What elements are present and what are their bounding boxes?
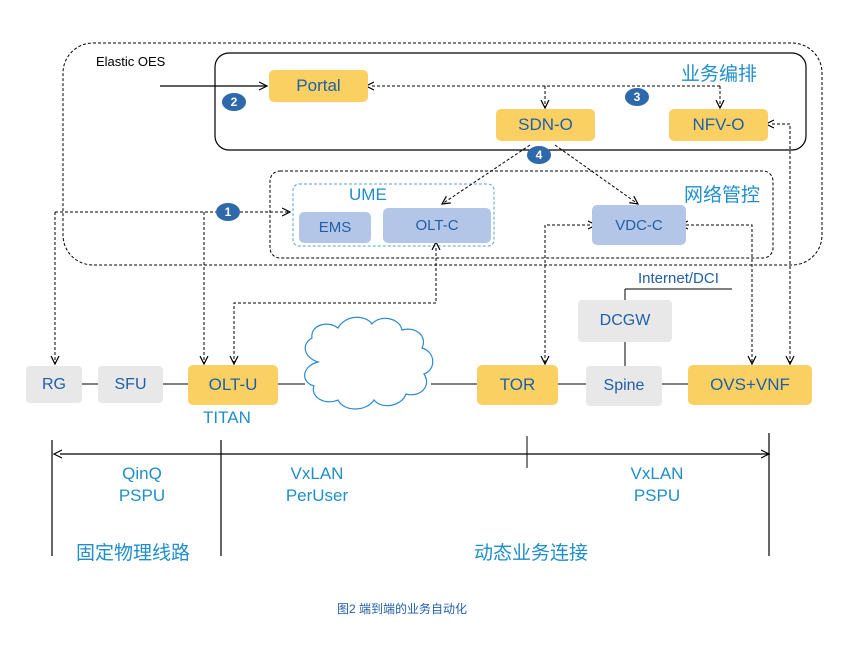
segment-2-mode: PerUser xyxy=(285,486,349,505)
ovs-vnf-node: OVS+VNF xyxy=(688,365,812,405)
ems-node: EMS xyxy=(299,212,371,243)
vdc-c-node: VDC-C xyxy=(592,205,686,245)
rg-node: RG xyxy=(26,366,82,403)
orchestration-label: 业务编排 xyxy=(681,64,758,85)
sfu-node: SFU xyxy=(98,366,163,403)
network-cloud xyxy=(304,316,434,410)
step-4-badge: 4 xyxy=(527,146,551,164)
dcgw-node: DCGW xyxy=(578,300,672,342)
nfv-o-node: NFV-O xyxy=(669,109,768,141)
segment-3-mode: PSPU xyxy=(633,486,681,505)
segment-3-encap: VxLAN xyxy=(630,464,684,483)
step-1-badge: 1 xyxy=(216,203,240,221)
figure-caption: 图2 端到端的业务自动化 xyxy=(337,602,468,616)
elastic-oes-boundary xyxy=(62,42,823,266)
olt-c-node: OLT-C xyxy=(383,208,491,243)
titan-label: TITAN xyxy=(203,408,251,427)
ume-label: UME xyxy=(349,185,387,204)
step-3-badge: 3 xyxy=(625,88,649,106)
spine-node: Spine xyxy=(586,366,662,406)
olt-u-node: OLT-U xyxy=(188,365,278,405)
orchestration-boundary xyxy=(214,52,807,151)
segment-1-mode: PSPU xyxy=(118,486,166,505)
segment-1-encap: QinQ xyxy=(122,464,162,483)
fixed-physical-line-label: 固定物理线路 xyxy=(76,543,191,564)
sdn-o-node: SDN-O xyxy=(496,109,595,141)
step-2-badge: 2 xyxy=(222,93,246,111)
internet-dci-label: Internet/DCI xyxy=(638,270,719,287)
elastic-oes-label: Elastic OES xyxy=(96,54,166,69)
portal-node: Portal xyxy=(269,70,368,102)
tor-node: TOR xyxy=(477,365,558,405)
segment-2-encap: VxLAN xyxy=(290,464,344,483)
dynamic-service-connection-label: 动态业务连接 xyxy=(474,543,589,564)
network-control-label: 网络管控 xyxy=(684,185,761,206)
